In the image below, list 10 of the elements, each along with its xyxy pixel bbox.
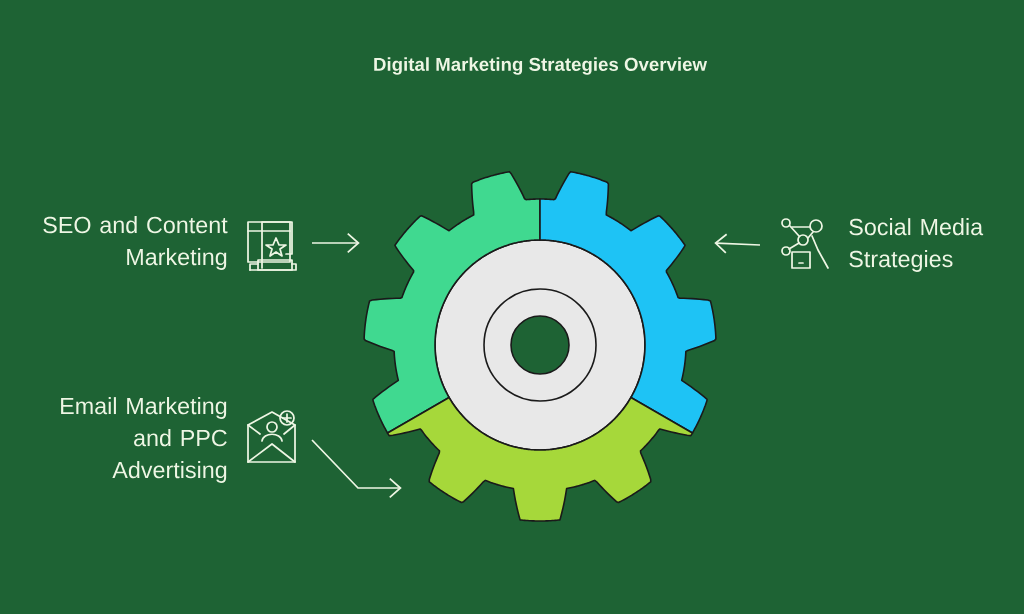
gear-segment — [539, 170, 717, 434]
strategy-label: Email Marketing and PPC Advertising — [61, 397, 227, 483]
title: Digital Marketing Strategies Overview — [374, 57, 708, 75]
arrow — [311, 439, 402, 499]
gear-segment — [363, 170, 541, 434]
arrow — [311, 232, 360, 254]
strategy-label: SEO and Content Marketing — [43, 216, 228, 270]
gear-segment — [386, 396, 694, 522]
arrow — [714, 233, 761, 254]
strategy-label: Social Media Strategies — [849, 218, 984, 272]
